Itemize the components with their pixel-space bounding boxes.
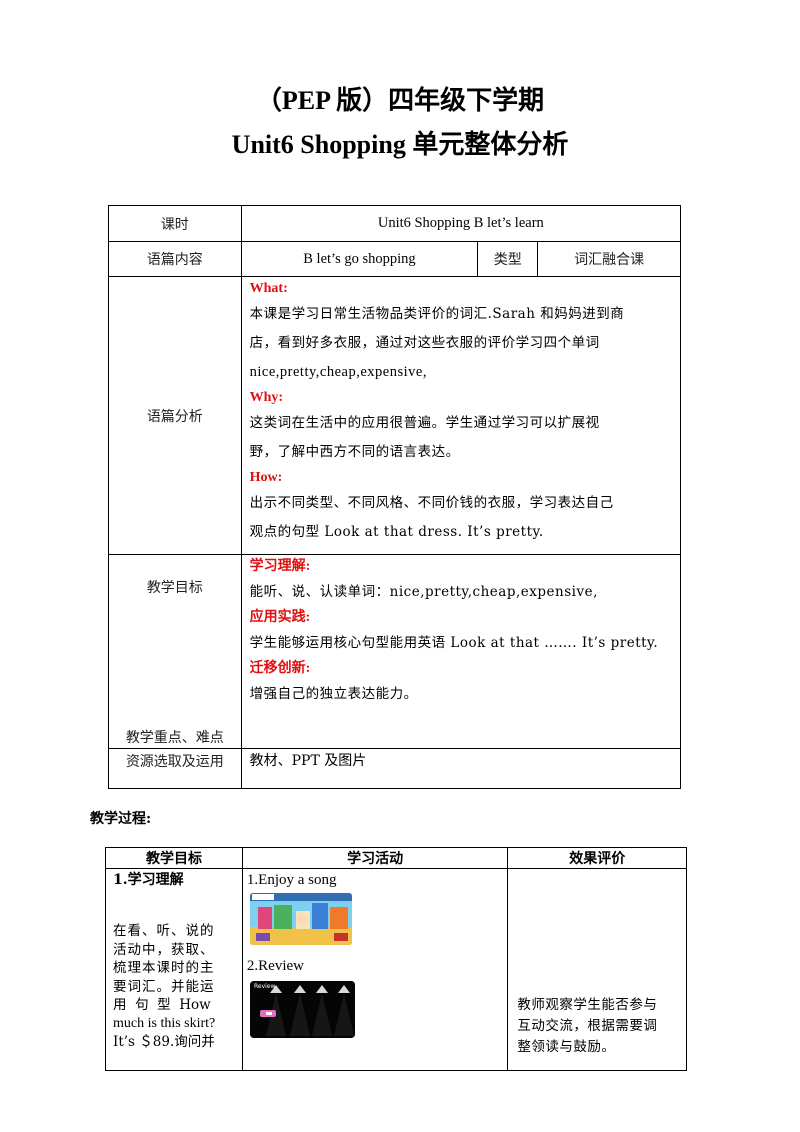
goal-line: It’s ＄89.询问并 <box>113 1034 215 1050</box>
goals-label: 教学目标 <box>146 580 203 596</box>
why-heading: Why: <box>249 390 284 405</box>
goal-line: 活动中，获取、 <box>113 941 215 958</box>
resources-value: 教材、PPT 及图片 <box>240 748 682 789</box>
activity-cell: 1.Enjoy a song 2.Review <box>241 868 509 1071</box>
what-heading: What: <box>249 281 288 296</box>
activity-2: 2.Review <box>246 958 304 974</box>
goal-line: 在看、听、说的 <box>113 923 215 939</box>
song-scene-image <box>249 893 352 945</box>
header-teaching-goal: 教学目标 <box>105 847 243 869</box>
why-line-2: 野，了解中西方不同的语言表达。 <box>249 444 460 460</box>
how-line-1: 出示不同类型、不同风格、不同价钱的衣服，学习表达自己 <box>249 495 614 511</box>
table-row: 教学目标 教学重点、难点 学习理解: 能听、说、认读单词：nice,pretty… <box>108 554 682 749</box>
lesson-value: Unit6 Shopping B let’s learn <box>240 205 682 242</box>
type-value: 词汇融合课 <box>537 241 681 277</box>
goal-title: 1.学习理解 <box>113 872 184 888</box>
goal-line: 用 句 型 How <box>113 997 211 1013</box>
table-header-row: 教学目标 学习活动 效果评价 <box>105 847 687 869</box>
what-line-2: 店，看到好多衣服，通过对这些衣服的评价学习四个单词 <box>249 335 600 351</box>
goals-label-cell: 教学目标 教学重点、难点 <box>108 554 242 749</box>
what-line-3: nice,pretty,cheap,expensive, <box>249 364 427 380</box>
goal-text: 在看、听、说的 活动中，获取、 梳理本课时的主 要词汇。并能运 用 句 型 Ho… <box>113 922 237 1052</box>
header-learning-activity: 学习活动 <box>241 847 509 869</box>
evaluation-line: 互动交流，根据需要调 <box>517 1018 658 1034</box>
table-row: 资源选取及运用 教材、PPT 及图片 <box>108 748 682 789</box>
evaluation-text: 教师观察学生能否参与 互动交流，根据需要调 整领读与鼓励。 <box>517 995 682 1058</box>
content-value: B let’s go shopping <box>240 241 479 277</box>
evaluation-cell: 教师观察学生能否参与 互动交流，根据需要调 整领读与鼓励。 <box>507 868 687 1071</box>
why-line-1: 这类词在生活中的应用很普遍。学生通过学习可以扩展视 <box>249 415 600 431</box>
how-heading: How: <box>249 470 283 485</box>
evaluation-line: 整领读与鼓励。 <box>517 1039 616 1055</box>
review-label: Review <box>254 983 276 990</box>
goal2-heading: 应用实践: <box>249 610 311 625</box>
song-video-thumbnail[interactable] <box>249 893 352 945</box>
evaluation-line: 教师观察学生能否参与 <box>517 997 658 1013</box>
goal3-heading: 迁移创新: <box>249 661 311 676</box>
teaching-process-table: 教学目标 学习活动 效果评价 1.学习理解 在看、听、说的 活动中，获取、 梳理… <box>105 847 687 1071</box>
table-row: 语篇内容 B let’s go shopping 类型 词汇融合课 <box>108 241 681 277</box>
review-scene-image: Review <box>249 981 355 1038</box>
lesson-label: 课时 <box>108 205 242 242</box>
how-line-2: 观点的句型 Look at that dress. It’s pretty. <box>249 524 544 540</box>
unit-analysis-table: 课时 Unit6 Shopping B let’s learn 语篇内容 B l… <box>108 205 682 789</box>
goal3-text: 增强自己的独立表达能力。 <box>249 686 418 702</box>
goal-line: 要词汇。并能运 <box>113 978 215 995</box>
goals-content: 学习理解: 能听、说、认读单词：nice,pretty,cheap,expens… <box>240 554 682 749</box>
table-row: 语篇分析 What: 本课是学习日常生活物品类评价的词汇.Sarah 和妈妈进到… <box>108 276 682 555</box>
goal-cell: 1.学习理解 在看、听、说的 活动中，获取、 梳理本课时的主 要词汇。并能运 用… <box>105 868 243 1071</box>
key-points-label: 教学重点、难点 <box>125 730 224 746</box>
table-row: 1.学习理解 在看、听、说的 活动中，获取、 梳理本课时的主 要词汇。并能运 用… <box>105 868 687 1071</box>
table-row: 课时 Unit6 Shopping B let’s learn <box>108 205 682 242</box>
resources-label: 资源选取及运用 <box>108 748 242 789</box>
document-title-line2: Unit6 Shopping 单元整体分析 <box>231 130 569 159</box>
goal2-text: 学生能够运用核心句型能用英语 Look at that ……. It’s pre… <box>249 635 659 651</box>
goal-line: much is this skirt? <box>113 1015 216 1031</box>
content-label: 语篇内容 <box>108 241 242 277</box>
goal1-heading: 学习理解: <box>249 559 311 574</box>
what-line-1: 本课是学习日常生活物品类评价的词汇.Sarah 和妈妈进到商 <box>249 306 625 322</box>
goal1-text: 能听、说、认读单词：nice,pretty,cheap,expensive, <box>249 584 598 600</box>
goal-line: 梳理本课时的主 <box>113 960 215 976</box>
type-label: 类型 <box>477 241 539 277</box>
header-evaluation: 效果评价 <box>507 847 687 869</box>
review-video-thumbnail[interactable]: Review <box>249 981 355 1038</box>
analysis-content: What: 本课是学习日常生活物品类评价的词汇.Sarah 和妈妈进到商 店，看… <box>240 276 682 555</box>
analysis-label: 语篇分析 <box>108 276 242 555</box>
document-title-line1: （PEP 版）四年级下学期 <box>255 86 545 115</box>
section-title: 教学过程: <box>90 811 152 827</box>
activity-1: 1.Enjoy a song <box>246 872 337 888</box>
